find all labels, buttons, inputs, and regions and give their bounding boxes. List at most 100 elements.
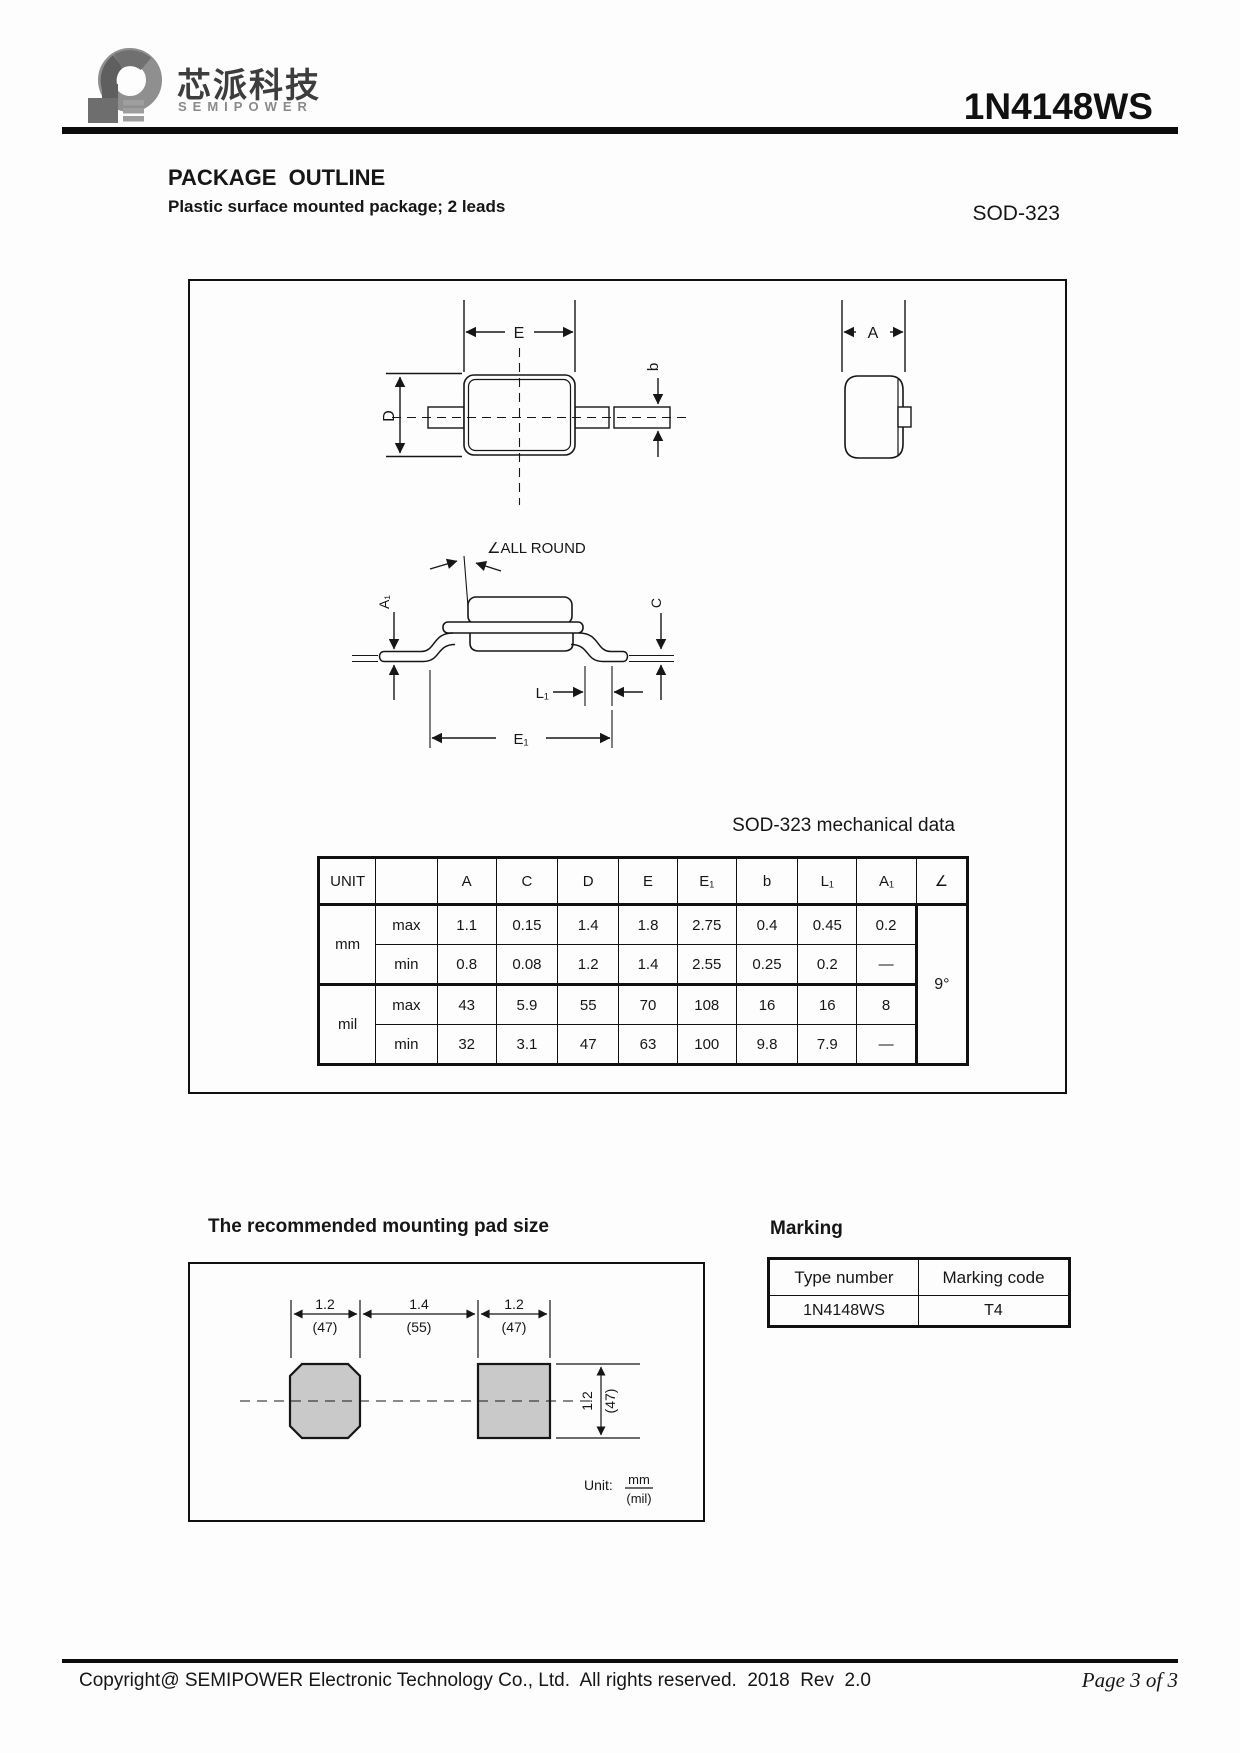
pad-dim-left-mil: (47) [313, 1319, 338, 1335]
footer-copyright: Copyright@ SEMIPOWER Electronic Technolo… [79, 1670, 871, 1691]
marking-header-row: Type number Marking code [768, 1258, 1070, 1296]
header-rule [62, 127, 1178, 134]
unit-cell-mil: mil [317, 983, 377, 1065]
pad-dim-height-mil: (47) [602, 1389, 618, 1414]
unit-numerator: mm [628, 1472, 650, 1487]
value-cell: 0.2 [797, 944, 858, 985]
mech-col-L1: L₁ [797, 857, 858, 906]
marking-code-value: T4 [918, 1295, 1070, 1327]
value-cell: 0.4 [735, 904, 799, 945]
marking-table: Type number Marking code 1N4148WS T4 [767, 1257, 1071, 1328]
mech-table-header-row: UNIT A C D E E₁ b L₁ A₁ ∠ [317, 857, 969, 906]
value-cell: — [856, 944, 917, 985]
mech-col-limit [375, 857, 438, 906]
footer-page-number: Page 3 of 3 [1081, 1668, 1178, 1692]
pad-dim-left-mm: 1.2 [315, 1296, 335, 1312]
table-row-mil-min: min 32 3.1 47 63 100 9.8 7.9 — [319, 1024, 968, 1065]
value-cell: — [856, 1024, 917, 1065]
dim-label-A1: A₁ [376, 595, 392, 609]
package-outline-drawing: E D b [352, 300, 912, 748]
logo-swirl-icon [88, 48, 162, 123]
angle-value-cell: 9° [914, 904, 969, 1065]
unit-denominator: (mil) [626, 1491, 651, 1506]
value-cell: 5.9 [495, 983, 559, 1025]
mech-col-E1: E₁ [676, 857, 737, 906]
pad-dim-mid-mm: 1.4 [409, 1296, 429, 1312]
value-cell: 7.9 [797, 1024, 858, 1065]
mounting-pad-box: 1.2 (47) 1.4 (55) 1.2 (47) 1.2 (47) Unit… [188, 1262, 705, 1522]
value-cell: 0.08 [495, 944, 559, 985]
footer-rule [62, 1659, 1178, 1663]
package-outline-box: E D b [188, 279, 1067, 1094]
marking-data-row: 1N4148WS T4 [768, 1295, 1070, 1327]
value-cell: 3.1 [495, 1024, 559, 1065]
company-name-chinese: 芯派科技 [177, 67, 321, 105]
pad-dim-height-mm: 1.2 [579, 1391, 595, 1411]
value-cell: 108 [676, 983, 737, 1025]
value-cell: 63 [618, 1024, 678, 1065]
value-cell: 43 [436, 983, 497, 1025]
mech-table-caption: SOD-323 mechanical data [732, 815, 955, 836]
page-subtitle: Plastic surface mounted package; 2 leads [168, 197, 506, 216]
mech-col-b: b [735, 857, 799, 906]
company-name-english: SEMIPOWER [178, 99, 313, 114]
pad-dim-mid-mil: (55) [407, 1319, 432, 1335]
top-view-drawing: E D b [381, 300, 688, 505]
unit-label: Unit: [584, 1477, 613, 1493]
part-number-title: 1N4148WS [963, 86, 1153, 127]
value-cell: 1.8 [618, 904, 678, 945]
dim-label-L1: L₁ [536, 685, 549, 702]
value-cell: 0.2 [856, 904, 917, 945]
company-logo-icon [88, 46, 164, 124]
mech-col-D: D [557, 857, 620, 906]
marking-col-code: Marking code [918, 1258, 1070, 1296]
value-cell: 32 [436, 1024, 497, 1065]
mech-col-A: A [436, 857, 497, 906]
limit-cell: max [375, 983, 438, 1025]
dim-label-C: C [648, 598, 664, 608]
dim-label-E1: E₁ [513, 731, 528, 748]
mounting-pad-drawing: 1.2 (47) 1.4 (55) 1.2 (47) 1.2 (47) Unit… [240, 1296, 653, 1506]
value-cell: 1.2 [557, 944, 620, 985]
marking-type-number: 1N4148WS [768, 1295, 919, 1327]
value-cell: 0.45 [797, 904, 858, 945]
table-row-mm-max: mm max 1.1 0.15 1.4 1.8 2.75 0.4 0.45 0.… [317, 904, 969, 1065]
pad-section-title: The recommended mounting pad size [208, 1216, 549, 1237]
limit-cell: max [375, 904, 438, 945]
value-cell: 0.25 [735, 944, 799, 985]
table-row-mil-max: mil max 43 5.9 55 70 108 16 16 8 [317, 983, 968, 1065]
value-cell: 47 [557, 1024, 620, 1065]
dim-label-A: A [868, 325, 879, 342]
side-view-drawing: A [841, 300, 912, 459]
value-cell: 8 [856, 983, 917, 1025]
package-name-label: SOD-323 [972, 202, 1060, 225]
page-title: PACKAGE OUTLINE [168, 165, 386, 190]
value-cell: 16 [797, 983, 858, 1025]
mech-col-C: C [495, 857, 559, 906]
unit-cell-mm: mm [317, 904, 377, 985]
all-round-label: ∠ALL ROUND [487, 540, 586, 557]
value-cell: 2.55 [676, 944, 737, 985]
dim-label-b: b [645, 363, 662, 371]
value-cell: 70 [618, 983, 678, 1025]
dim-label-E: E [514, 325, 525, 342]
value-cell: 1.4 [557, 904, 620, 945]
value-cell: 100 [676, 1024, 737, 1065]
front-view-drawing: ∠ALL ROUND A₁ [352, 540, 674, 748]
value-cell: 0.15 [495, 904, 559, 945]
mech-col-angle: ∠ [915, 857, 969, 906]
dim-label-D: D [381, 410, 398, 422]
mech-col-A1: A₁ [856, 857, 917, 906]
pad-dim-right-mil: (47) [502, 1319, 527, 1335]
marking-col-type: Type number [768, 1258, 919, 1296]
table-row-mm-min: min 0.8 0.08 1.2 1.4 2.55 0.25 0.2 — [319, 944, 968, 985]
mech-col-E: E [618, 857, 678, 906]
mechanical-data-table: UNIT A C D E E₁ b L₁ A₁ ∠ mm max 1.1 [317, 856, 969, 1066]
marking-section-title: Marking [770, 1218, 843, 1239]
value-cell: 16 [735, 983, 799, 1025]
value-cell: 55 [557, 983, 620, 1025]
value-cell: 1.4 [618, 944, 678, 985]
value-cell: 9.8 [735, 1024, 799, 1065]
mech-col-unit: UNIT [317, 857, 377, 906]
